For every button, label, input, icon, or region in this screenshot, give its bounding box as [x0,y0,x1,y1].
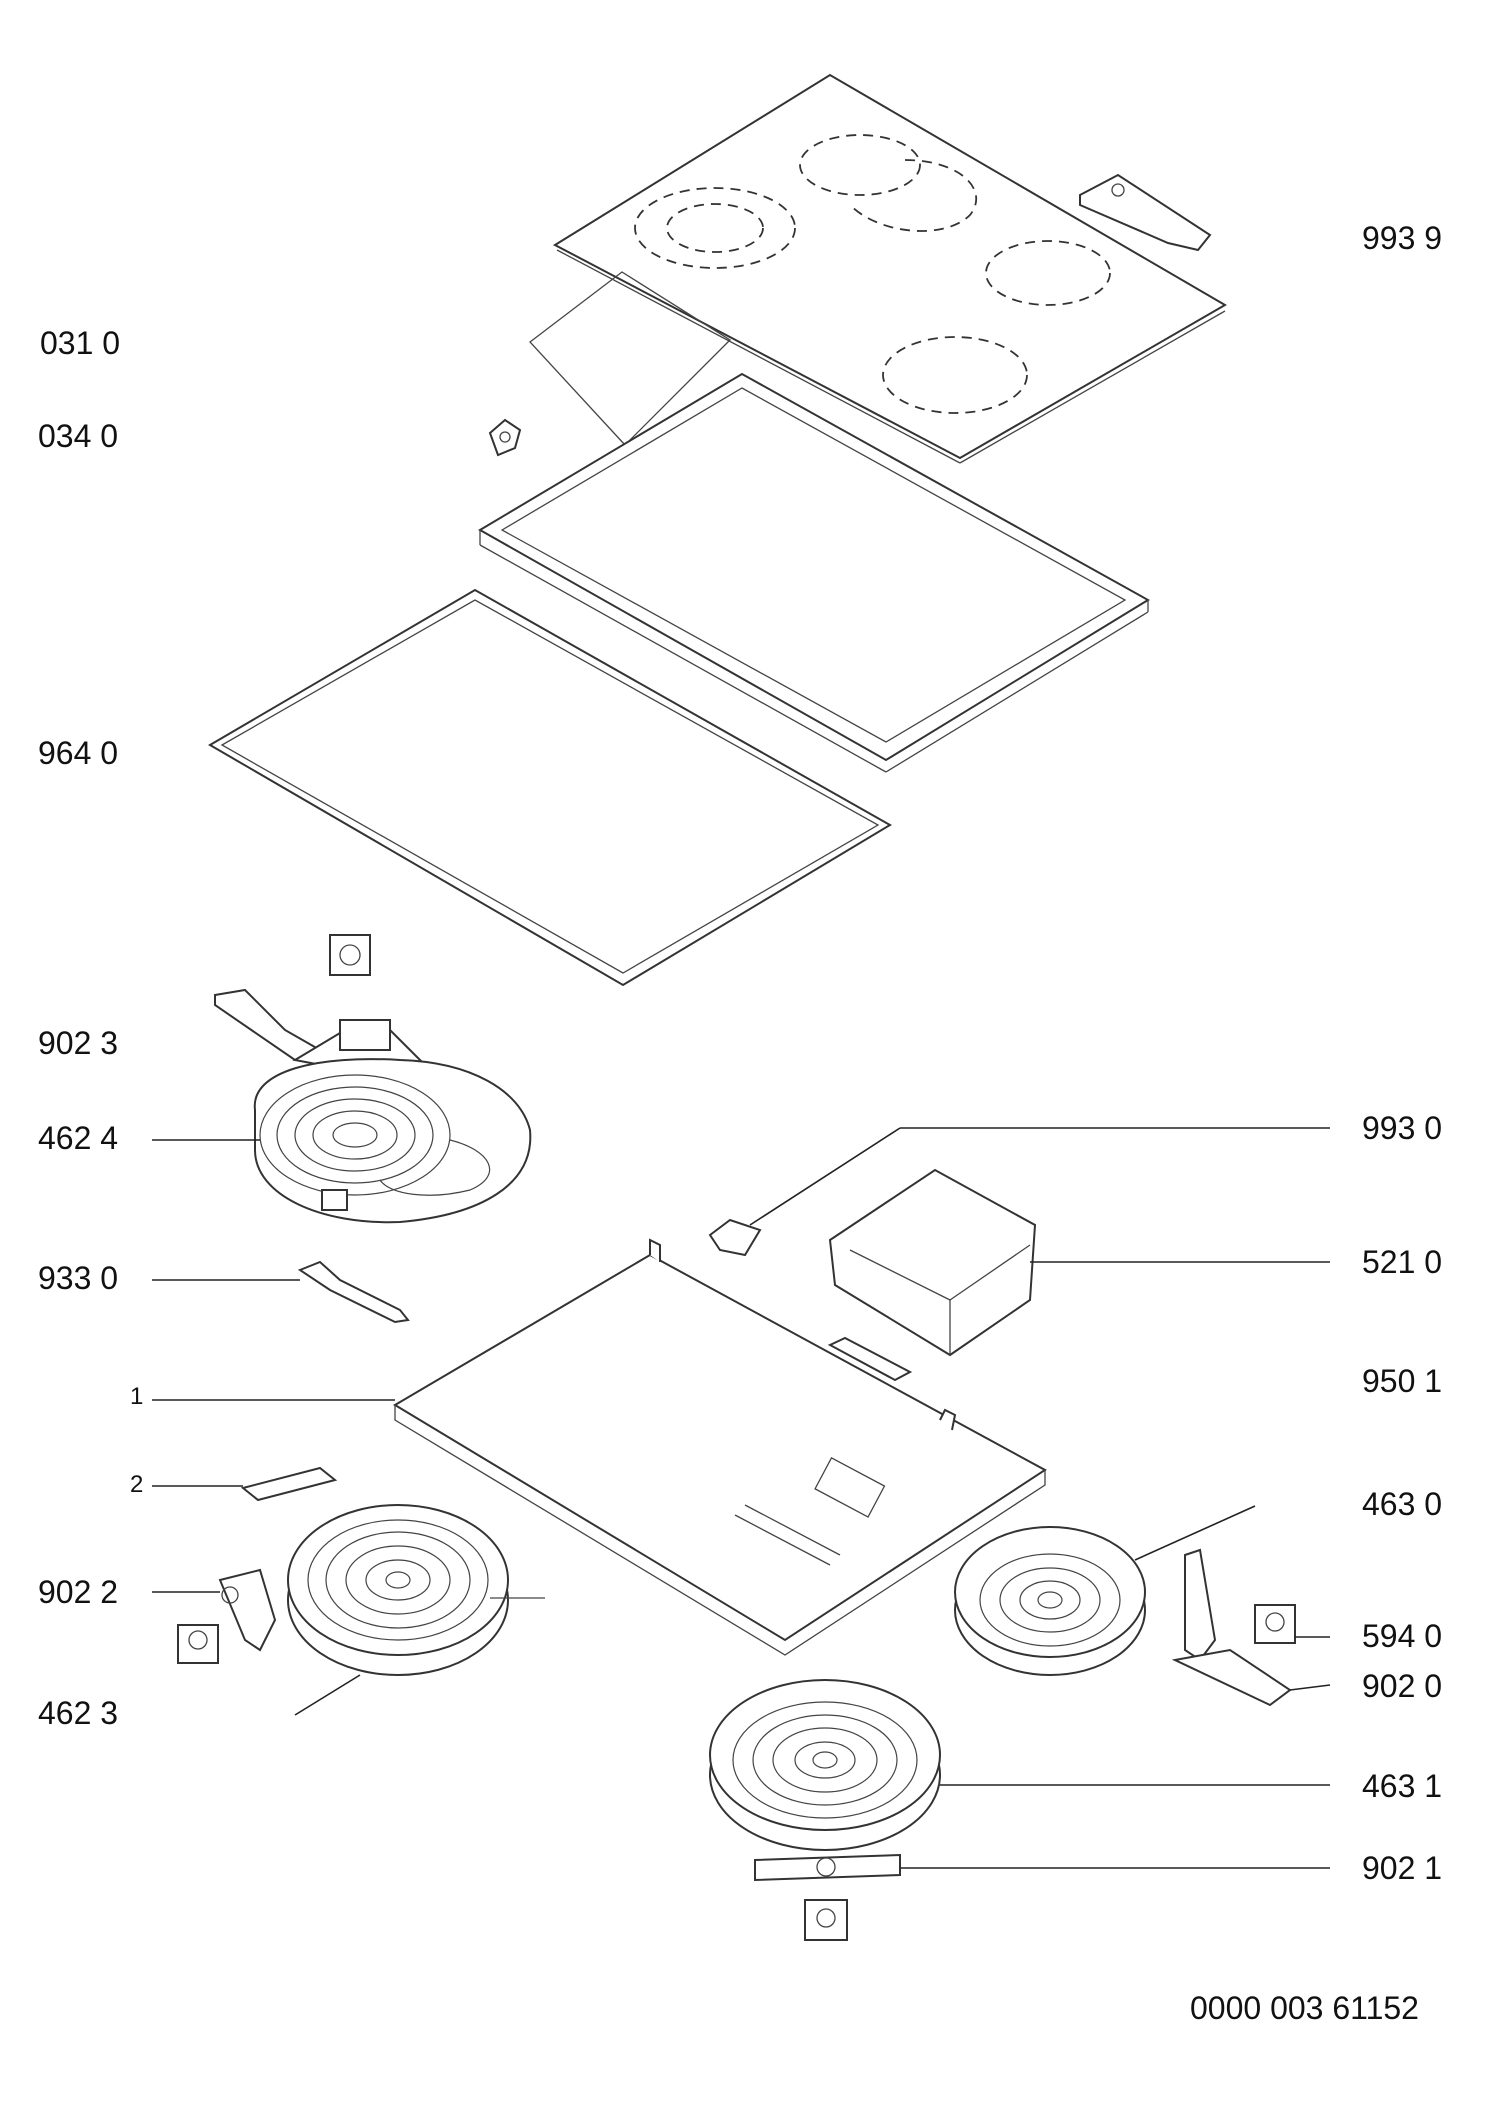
label-031-0: 031 0 [40,325,121,361]
glass-cooktop-panel [552,73,1227,464]
label-993-9: 993 9 [1362,220,1443,256]
control-unit [828,1168,1037,1357]
label-034-0: 034 0 [38,418,119,454]
label-993-0: 993 0 [1362,1110,1443,1146]
cooktop-hinge-bracket [1079,173,1212,252]
base-tray [393,1238,1047,1656]
label-463-0: 463 0 [1362,1486,1443,1522]
label-902-3: 902 3 [38,1025,119,1061]
document-number: 0000 003 61152 [1190,1990,1419,2026]
label-2: 2 [130,1471,144,1498]
small-clip [488,418,522,457]
bracket-upper-left [214,934,432,1082]
label-964-0: 964 0 [38,735,119,771]
label-902-2: 902 2 [38,1574,119,1610]
round-heating-element-large [287,1504,545,1676]
label-521-0: 521 0 [1362,1244,1443,1280]
label-462-4: 462 4 [38,1120,119,1156]
label-463-1: 463 1 [1362,1768,1443,1804]
metal-frame [478,372,1150,773]
oval-heating-element [253,1058,532,1224]
bracket-left-lower [177,1568,277,1664]
mounting-clip [708,1218,762,1257]
bracket-bottom [754,1853,901,1941]
small-plate [240,1466,338,1502]
label-933-0: 933 0 [38,1260,119,1296]
insulation-sheet [529,271,732,446]
small-bracket [297,1260,410,1324]
round-heating-element-front [709,1679,941,1851]
label-1: 1 [130,1383,144,1410]
strip-part [827,1336,913,1382]
gasket-seal [208,588,892,987]
round-heating-element-right [954,1526,1146,1676]
bracket-right-lower [1171,1548,1296,1707]
label-462-3: 462 3 [38,1695,119,1731]
label-950-1: 950 1 [1362,1363,1443,1399]
label-594-0: 594 0 [1362,1618,1443,1654]
label-902-0: 902 0 [1362,1668,1443,1704]
leader-lines [152,1127,1331,1869]
label-902-1: 902 1 [1362,1850,1443,1886]
